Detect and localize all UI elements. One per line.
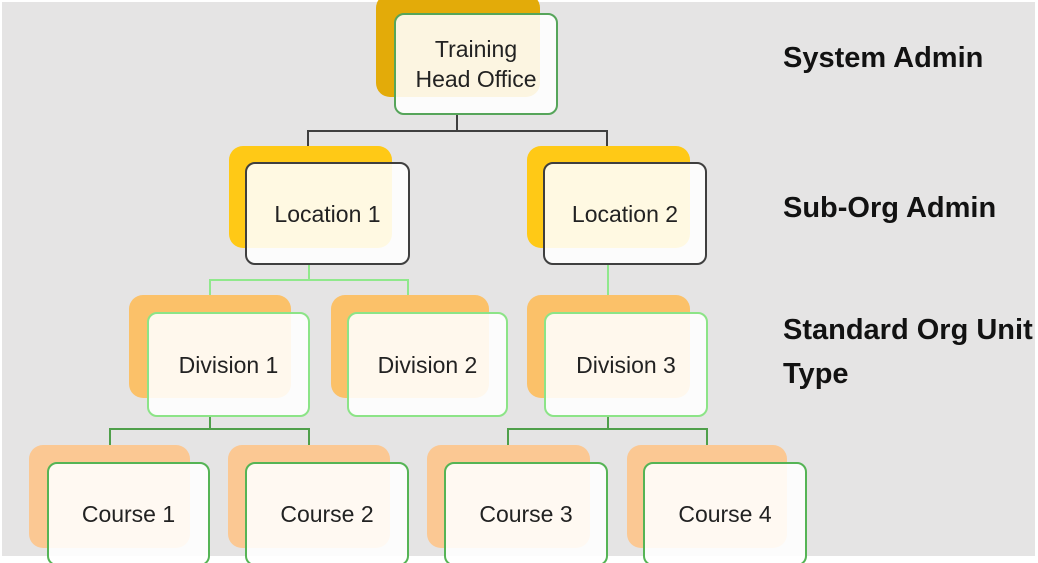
- connector-head-stem: [456, 114, 458, 131]
- role-label-standard-org-unit-type: Standard Org Unit Type: [783, 314, 1033, 390]
- role-label-sub-org-admin: Sub-Org Admin: [783, 192, 997, 224]
- connector-div1-stem: [209, 417, 211, 429]
- connector-div1-bar: [109, 428, 310, 430]
- node-training-head-office: Training Head Office: [394, 13, 558, 115]
- node-label: Course 2: [280, 501, 374, 527]
- connector-loc2-div3: [607, 265, 609, 313]
- node-division-2: Division 2: [347, 312, 508, 417]
- node-label: Course 1: [81, 501, 176, 527]
- node-course-2: Course 2: [245, 462, 409, 563]
- node-course-1: Course 1: [47, 462, 210, 563]
- connector-loc1-stem: [308, 265, 310, 280]
- node-course-3: Course 3: [444, 462, 608, 563]
- node-location-1: Location 1: [245, 162, 410, 265]
- connector-div3-stem: [607, 417, 609, 429]
- node-label: Division 1: [178, 351, 279, 378]
- node-location-2: Location 2: [543, 162, 707, 265]
- node-label: Division 2: [377, 351, 478, 378]
- node-label: Division 3: [576, 351, 676, 378]
- node-division-1: Division 1: [147, 312, 310, 417]
- node-label: Course 4: [678, 501, 772, 527]
- node-label: Course 3: [479, 501, 573, 527]
- role-label-system-admin: System Admin: [783, 42, 984, 74]
- node-label: Training Head Office: [415, 36, 537, 92]
- connector-loc1-bar: [209, 279, 409, 281]
- connector-div3-bar: [507, 428, 708, 430]
- node-label: Location 1: [274, 200, 381, 227]
- node-division-3: Division 3: [544, 312, 708, 417]
- node-label: Location 2: [571, 200, 679, 227]
- node-course-4: Course 4: [643, 462, 807, 563]
- connector-head-bar: [307, 130, 608, 132]
